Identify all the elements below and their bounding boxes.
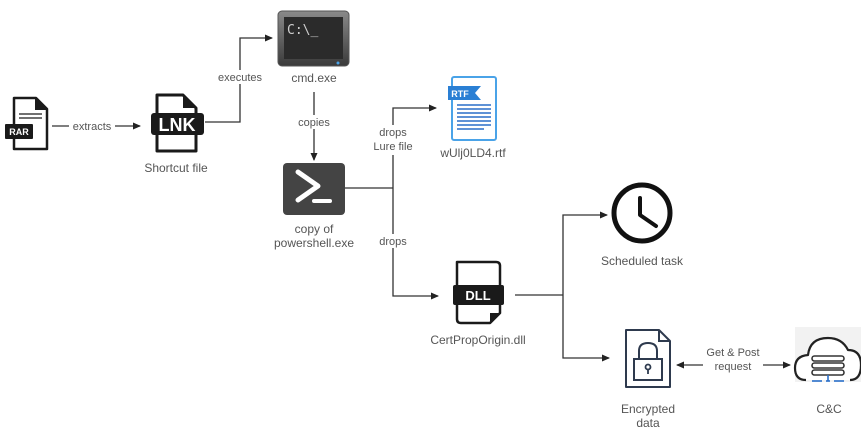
edge-label-request: request (715, 361, 752, 373)
edge-label-drops: drops (379, 127, 407, 139)
edge-line-encrypted (562, 295, 610, 362)
rar-archive-icon: RAR (5, 96, 49, 151)
edge-label-lure-file: Lure file (373, 141, 412, 153)
node-dll: DLL CertPropOrigin.dll (430, 260, 526, 347)
edge-label-bg (294, 115, 334, 129)
node-cnc: C&C (793, 327, 861, 416)
node-label-line1: copy of (295, 222, 334, 236)
cloud-server-icon (793, 327, 861, 382)
edge-drops: drops Lure file drops (345, 104, 439, 300)
node-label: Scheduled task (601, 254, 684, 268)
node-scheduled-task: Scheduled task (601, 182, 684, 268)
node-rar: RAR (5, 96, 49, 151)
node-powershell: copy of powershell.exe (274, 163, 354, 250)
edge-executes: executes (205, 34, 273, 123)
edge-label-bg (703, 343, 763, 373)
locked-file-icon (625, 329, 671, 388)
lnk-icon-text: LNK (159, 115, 196, 135)
edge-label-extracts: extracts (73, 121, 112, 133)
edge-label-bg (214, 70, 266, 84)
clock-icon (611, 182, 673, 244)
node-label-line2: data (636, 416, 660, 430)
edge-line-lure (392, 104, 437, 188)
powershell-icon (283, 163, 345, 215)
node-encrypted-data: Encrypted data (621, 329, 675, 430)
node-label-line2: powershell.exe (274, 236, 354, 250)
edge-dll-branches (515, 211, 610, 362)
node-label: CertPropOrigin.dll (430, 333, 525, 347)
node-label: C&C (816, 402, 842, 416)
edge-label-bg (69, 119, 115, 132)
edge-label-get-post: Get & Post (706, 347, 759, 359)
edge-line-task (562, 211, 608, 295)
cmd-icon-text: C:\_ (287, 23, 318, 38)
node-label-line1: Encrypted (621, 402, 675, 416)
dll-file-icon: DLL (453, 260, 504, 325)
edge-copies: copies (294, 92, 334, 161)
edge-line-dll (392, 188, 439, 300)
node-cmd: C:\_ cmd.exe (277, 10, 350, 85)
edge-label-drops-dll: drops (379, 236, 407, 248)
node-label: wUlj0LD4.rtf (439, 146, 506, 160)
rtf-icon-text: RTF (451, 89, 469, 99)
edge-extracts: extracts (52, 119, 141, 133)
node-rtf: RTF wUlj0LD4.rtf (439, 76, 506, 160)
node-label: cmd.exe (291, 71, 337, 85)
edge-label-executes: executes (218, 72, 263, 84)
node-shortcut-file: LNK Shortcut file (144, 93, 208, 175)
dll-icon-text: DLL (465, 288, 490, 303)
rtf-document-icon: RTF (448, 76, 497, 141)
rar-icon-text: RAR (9, 127, 29, 137)
command-prompt-icon: C:\_ (277, 10, 350, 67)
edge-label-bg (375, 234, 411, 248)
lnk-file-icon: LNK (151, 93, 204, 153)
edge-label-bg (370, 125, 418, 155)
edge-label-copies: copies (298, 117, 330, 129)
node-label: Shortcut file (144, 161, 208, 175)
edge-get-post: Get & Post request (676, 343, 791, 373)
